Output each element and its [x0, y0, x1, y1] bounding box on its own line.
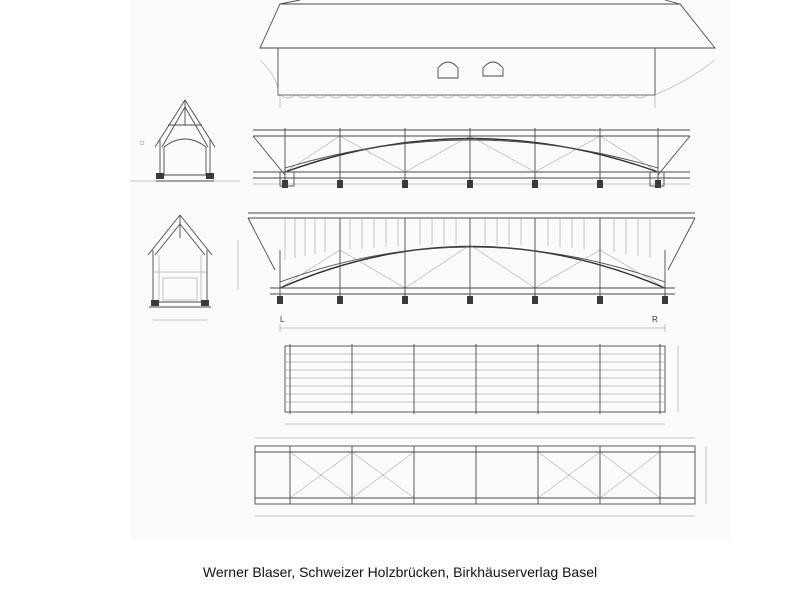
- truss-elevation-lower: L R: [237, 212, 696, 332]
- slide-caption: Werner Blaser, Schweizer Holzbrücken, Bi…: [202, 564, 598, 580]
- cross-section-upper: [130, 99, 240, 182]
- label-right-abutment: R: [652, 315, 658, 324]
- bridge-drawing-sheet: L R: [130, 0, 730, 540]
- roof-elevation: [259, 0, 716, 108]
- cross-section-lower: [147, 214, 213, 321]
- covered-bridge-technical-drawing: L R: [130, 0, 716, 517]
- truss-elevation-upper: [252, 128, 691, 188]
- deck-plan: [284, 344, 679, 425]
- label-left-abutment: L: [280, 315, 285, 324]
- bracing-plan: [254, 437, 707, 517]
